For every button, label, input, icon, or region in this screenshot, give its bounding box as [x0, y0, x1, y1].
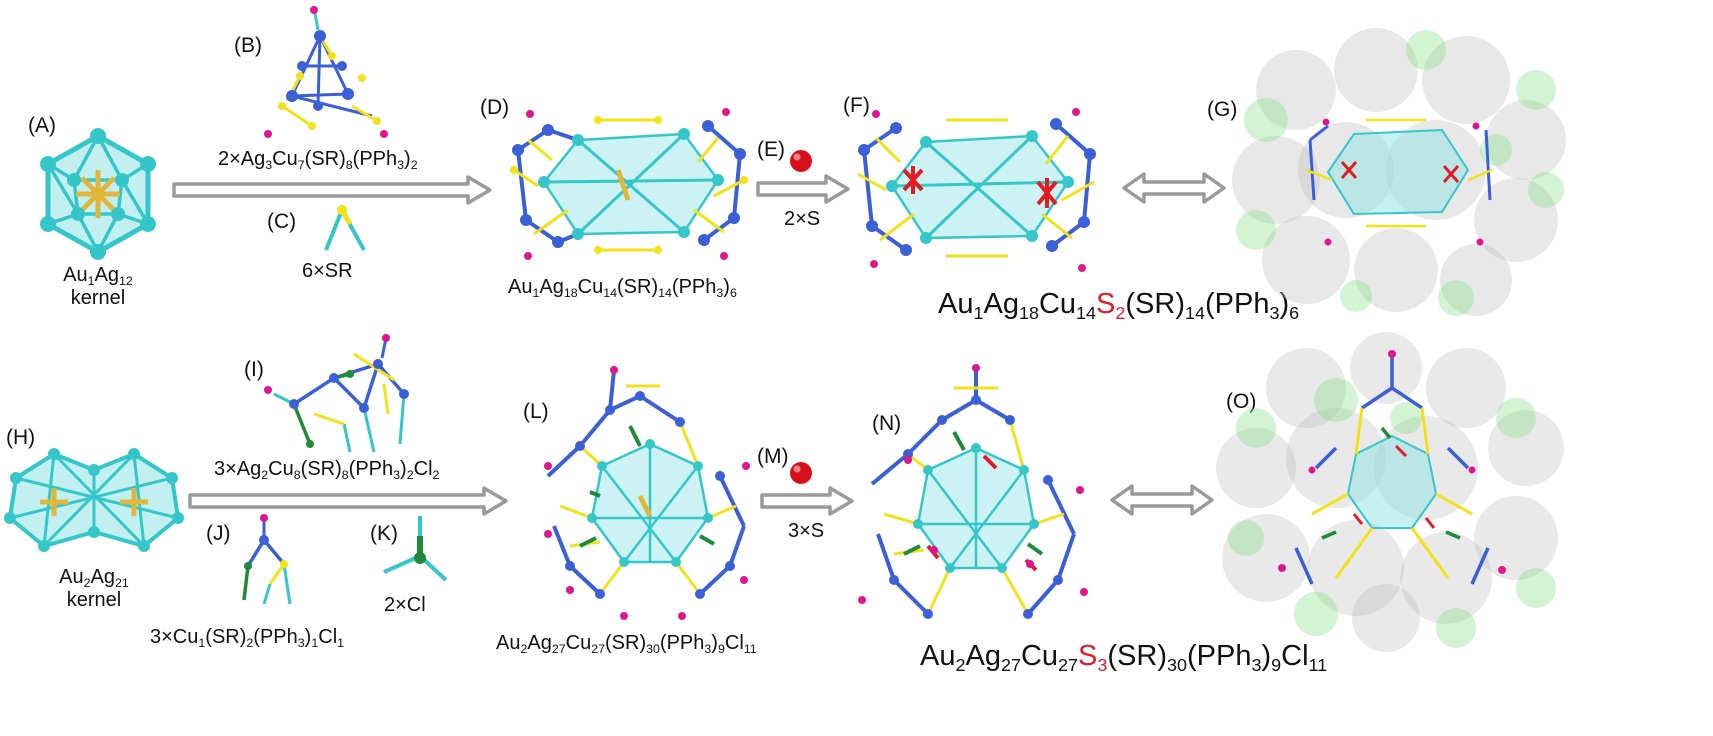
product-l-formula: Au2Ag27Cu27(SR)30(PPh3)9Cl11: [496, 632, 757, 656]
motif-i-structure: [264, 334, 409, 453]
label-o: (O): [1226, 390, 1257, 413]
kernel-a-caption: Au1Ag12 kernel: [63, 264, 133, 309]
label-j: (J): [206, 522, 231, 545]
label-g: (G): [1207, 98, 1238, 121]
label-n: (N): [872, 412, 902, 435]
double-arrow-bottom: [1110, 484, 1214, 516]
label-f: (F): [843, 94, 870, 117]
chloride-k-structure: [383, 516, 448, 582]
label-h: (H): [6, 426, 36, 449]
reagent-c-formula: 6×SR: [302, 260, 353, 282]
label-d: (D): [480, 96, 510, 119]
label-e: (E): [757, 138, 785, 161]
label-b: (B): [234, 34, 262, 57]
reaction-arrow-bottom-main: [188, 486, 508, 516]
cluster-l-structure: [544, 366, 750, 620]
label-k: (K): [370, 522, 398, 545]
reagent-e-formula: 2×S: [784, 208, 821, 230]
space-filling-g-structure: [1232, 28, 1566, 316]
reaction-arrow-m: [760, 486, 854, 516]
reagent-m-formula: 3×S: [788, 520, 825, 542]
product-d-formula: Au1Ag18Cu14(SR)14(PPh3)6: [508, 276, 737, 300]
motif-b-structure: [264, 6, 388, 138]
space-filling-o-structure: [1216, 332, 1564, 652]
cluster-d-structure: [510, 108, 748, 260]
label-i: (I): [244, 358, 264, 381]
reaction-arrow-e: [756, 174, 850, 204]
thiolate-c-structure: [324, 205, 366, 251]
product-n-formula: Au2Ag27Cu27S3(SR)30(PPh3)9Cl11: [920, 640, 1328, 675]
reaction-arrow-top-main: [172, 175, 492, 205]
reagent-j-formula: 3×Cu1(SR)2(PPh3)1Cl1: [150, 626, 345, 650]
sulfur-atom-e-icon: [790, 150, 812, 172]
label-c: (C): [267, 210, 297, 233]
sulfur-atom-m-icon: [790, 462, 812, 484]
cluster-f-structure: [857, 108, 1096, 272]
label-m: (M): [757, 445, 789, 468]
label-l: (L): [523, 400, 549, 423]
reagent-b-formula: 2×Ag3Cu7(SR)8(PPh3)2: [218, 148, 418, 172]
motif-j-structure: [242, 514, 292, 605]
product-f-formula: Au1Ag18Cu14S2(SR)14(PPh3)6: [938, 288, 1300, 323]
reagent-k-formula: 2×Cl: [384, 594, 426, 616]
kernel-h-caption: Au2Ag21 kernel: [59, 566, 129, 611]
reagent-i-formula: 3×Ag2Cu8(SR)8(PPh3)2Cl2: [214, 458, 440, 482]
double-arrow-top: [1122, 172, 1226, 204]
icosahedron-kernel-a: [40, 128, 156, 260]
cluster-n-structure: [858, 364, 1088, 619]
label-a: (A): [28, 114, 56, 137]
biicosahedron-kernel-h: [4, 448, 184, 552]
